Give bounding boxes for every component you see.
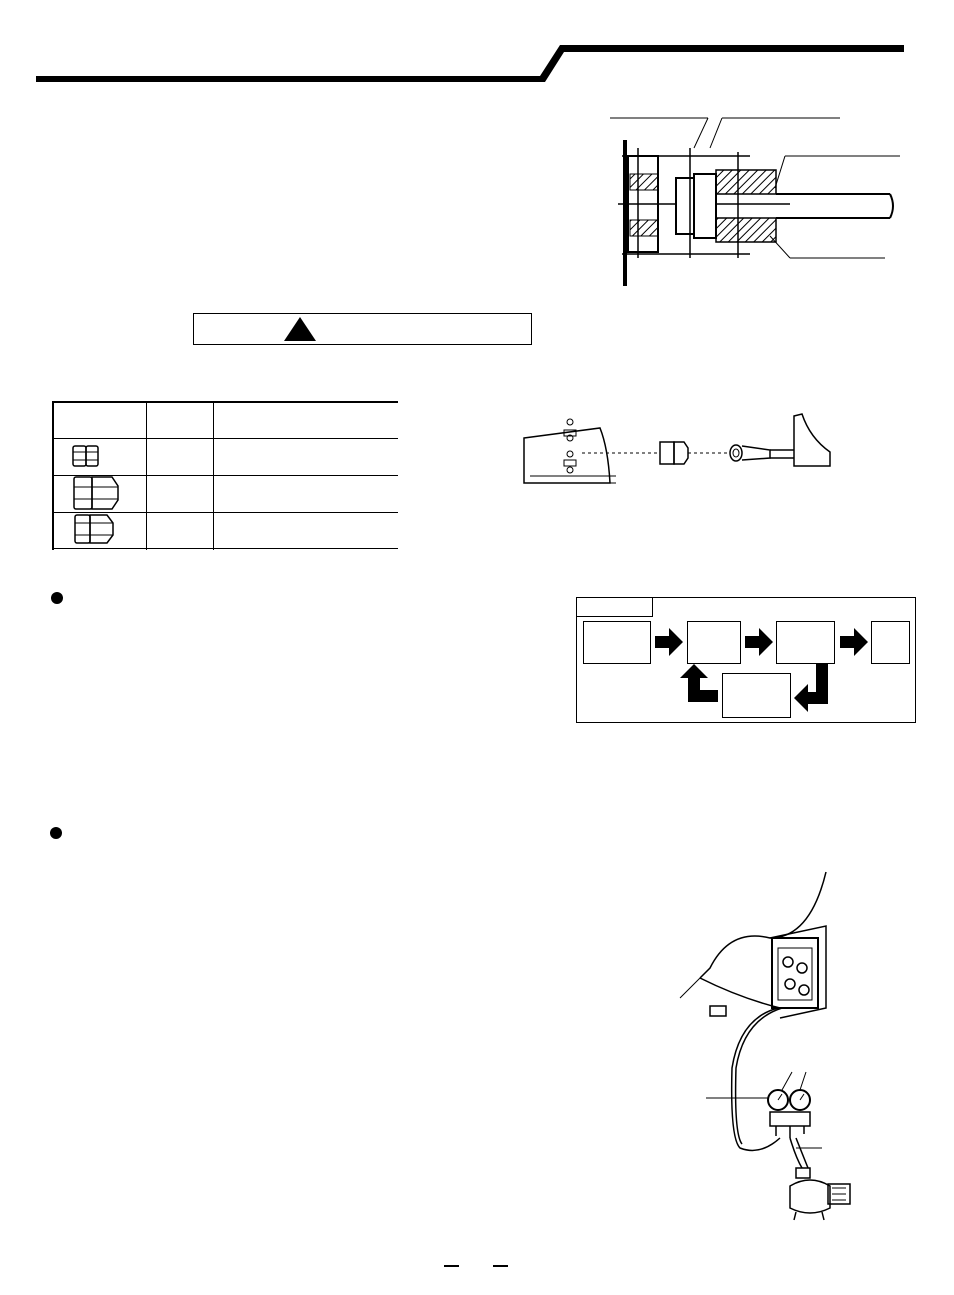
- flow-step-4: [871, 621, 910, 664]
- bullet-dot-icon: [50, 827, 62, 839]
- vacuum-pump-gauge-icon: [679, 871, 851, 1221]
- flow-step-5: [722, 673, 791, 718]
- pipe-connection-icon: [523, 413, 831, 484]
- arrow-right-icon: [655, 628, 683, 656]
- procedure-flow-title: [577, 598, 653, 617]
- bullet-dot-icon: [51, 592, 63, 604]
- warning-triangle-icon: [284, 317, 316, 341]
- page-number: [462, 1256, 490, 1274]
- flare-nut-cross-section-icon: [610, 117, 900, 286]
- flare-nut-large-icon: [73, 476, 119, 510]
- flare-nut-medium-icon: [74, 514, 114, 544]
- header-rule: [36, 45, 904, 82]
- arrow-right-icon: [745, 628, 773, 656]
- arrow-right-icon: [840, 628, 868, 656]
- flow-step-2: [687, 621, 741, 664]
- arrow-up-icon: [680, 664, 718, 702]
- arrow-return-icon: [794, 664, 828, 712]
- flow-step-3: [776, 621, 835, 664]
- page-number-left-dash: [444, 1265, 459, 1267]
- page-number-right-dash: [493, 1265, 508, 1267]
- flare-nut-small-icon: [72, 445, 99, 467]
- flare-nut-table: [52, 401, 398, 550]
- procedure-flow-panel: [576, 597, 916, 723]
- flow-step-1: [583, 621, 651, 664]
- warning-box: [193, 313, 532, 345]
